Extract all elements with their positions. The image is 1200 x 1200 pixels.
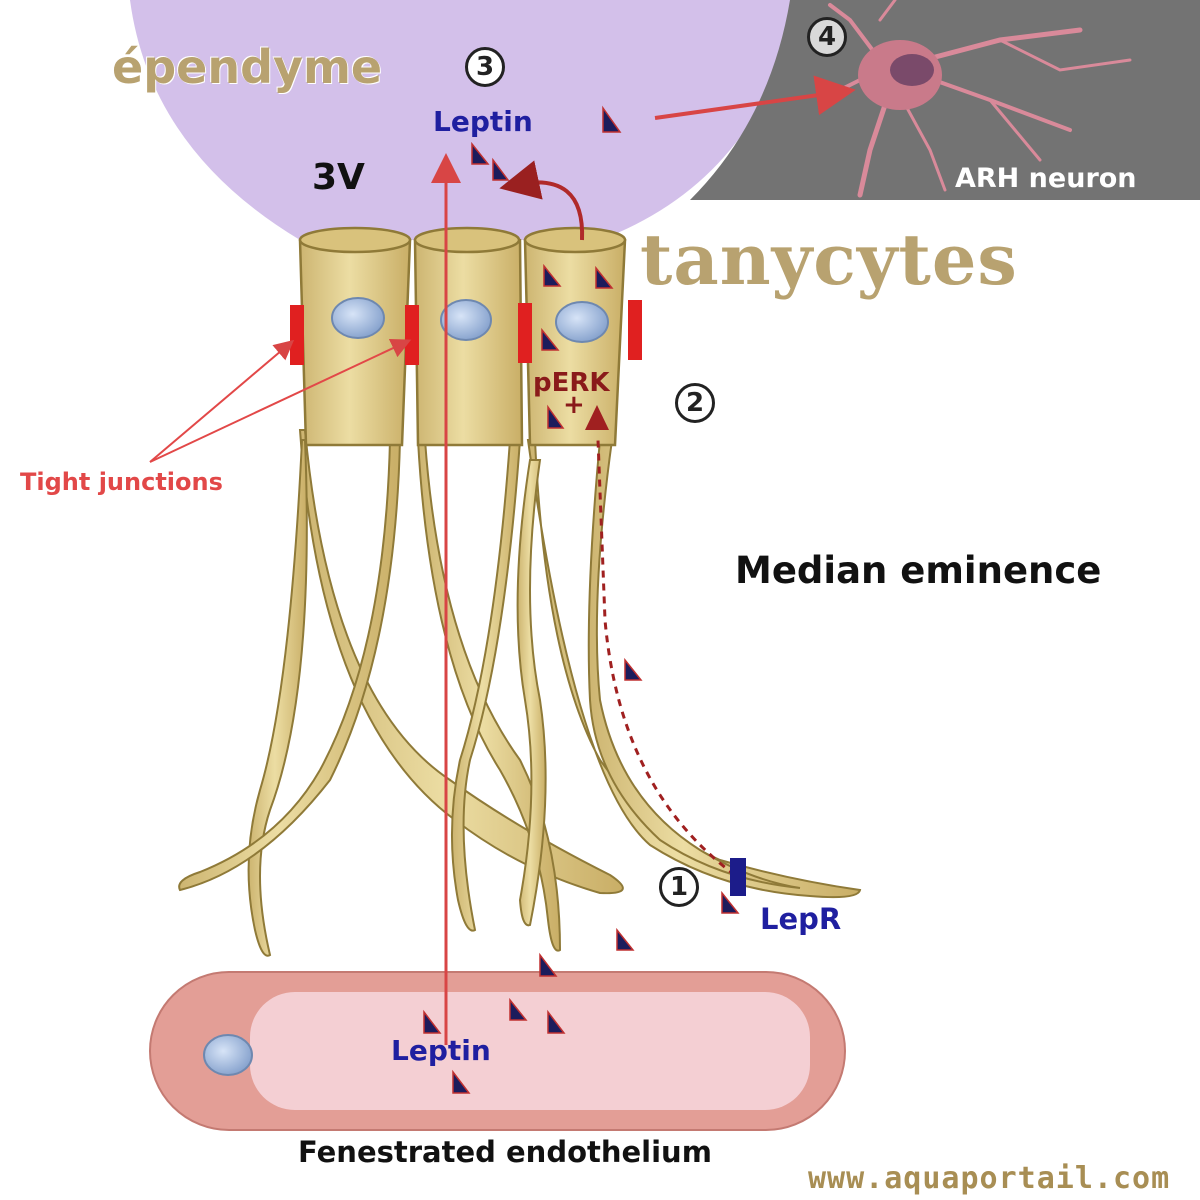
median-eminence-label: Median eminence bbox=[735, 549, 1102, 592]
third-ventricle bbox=[130, 0, 800, 240]
leptin-top-label: Leptin bbox=[433, 105, 533, 138]
third-ventricle-label: 3V bbox=[312, 157, 365, 198]
nucleus-icon bbox=[440, 299, 492, 341]
tight-junctions-label: Tight junctions bbox=[20, 468, 223, 496]
leptin-triangle-icon bbox=[624, 657, 643, 681]
ependyme-label: épendyme bbox=[112, 40, 383, 94]
fenestrated-endothelium-label: Fenestrated endothelium bbox=[298, 1135, 712, 1169]
leptin-bottom-label: Leptin bbox=[391, 1034, 491, 1067]
perk-plus-sign: + bbox=[563, 390, 585, 420]
leptin-triangle-icon bbox=[492, 157, 510, 181]
arh-arrow bbox=[654, 75, 856, 120]
leptin-triangle-icon bbox=[452, 1069, 471, 1094]
lepr-label: LepR bbox=[760, 902, 842, 936]
nucleus-icon bbox=[331, 297, 385, 339]
tanycyte-nuclei bbox=[331, 297, 609, 343]
tight-junction-pointers bbox=[149, 339, 412, 463]
leptin-triangle-icon bbox=[547, 404, 565, 429]
leptin-triangle-icon bbox=[721, 890, 740, 914]
leptin-triangle-icon bbox=[595, 265, 614, 289]
nucleus-icon bbox=[555, 301, 609, 343]
step-2-badge: 2 bbox=[675, 383, 715, 423]
perk-signaling-path bbox=[596, 439, 736, 877]
lepr-receptor-icon bbox=[730, 858, 746, 896]
leptin-triangle-icon bbox=[602, 105, 622, 133]
leptin-triangle-icon bbox=[423, 1009, 442, 1034]
leptin-molecules bbox=[423, 105, 740, 1094]
perk-arrowhead bbox=[585, 405, 609, 430]
endothelial-nucleus-icon bbox=[203, 1034, 253, 1076]
leptin-triangle-icon bbox=[509, 997, 528, 1021]
leptin-triangle-icon bbox=[539, 952, 558, 977]
website-watermark: www.aquaportail.com bbox=[808, 1161, 1171, 1196]
perk-label: pERK bbox=[533, 368, 610, 398]
leptin-triangle-icon bbox=[471, 141, 490, 165]
leptin-triangle-icon bbox=[616, 927, 635, 951]
blood-vessel bbox=[149, 971, 846, 1131]
leptin-triangle-icon bbox=[547, 1009, 566, 1034]
step-3-badge: 3 bbox=[465, 47, 505, 87]
arh-neuron-label: ARH neuron bbox=[955, 163, 1137, 194]
tanycytes-label: tanycytes bbox=[640, 218, 1018, 301]
leptin-release-arrow bbox=[499, 160, 585, 241]
leptin-triangle-icon bbox=[541, 327, 560, 351]
tanycyte-processes bbox=[178, 429, 862, 957]
step-4-badge: 4 bbox=[807, 17, 847, 57]
step-1-badge: 1 bbox=[659, 867, 699, 907]
leptin-triangle-icon bbox=[543, 263, 562, 287]
